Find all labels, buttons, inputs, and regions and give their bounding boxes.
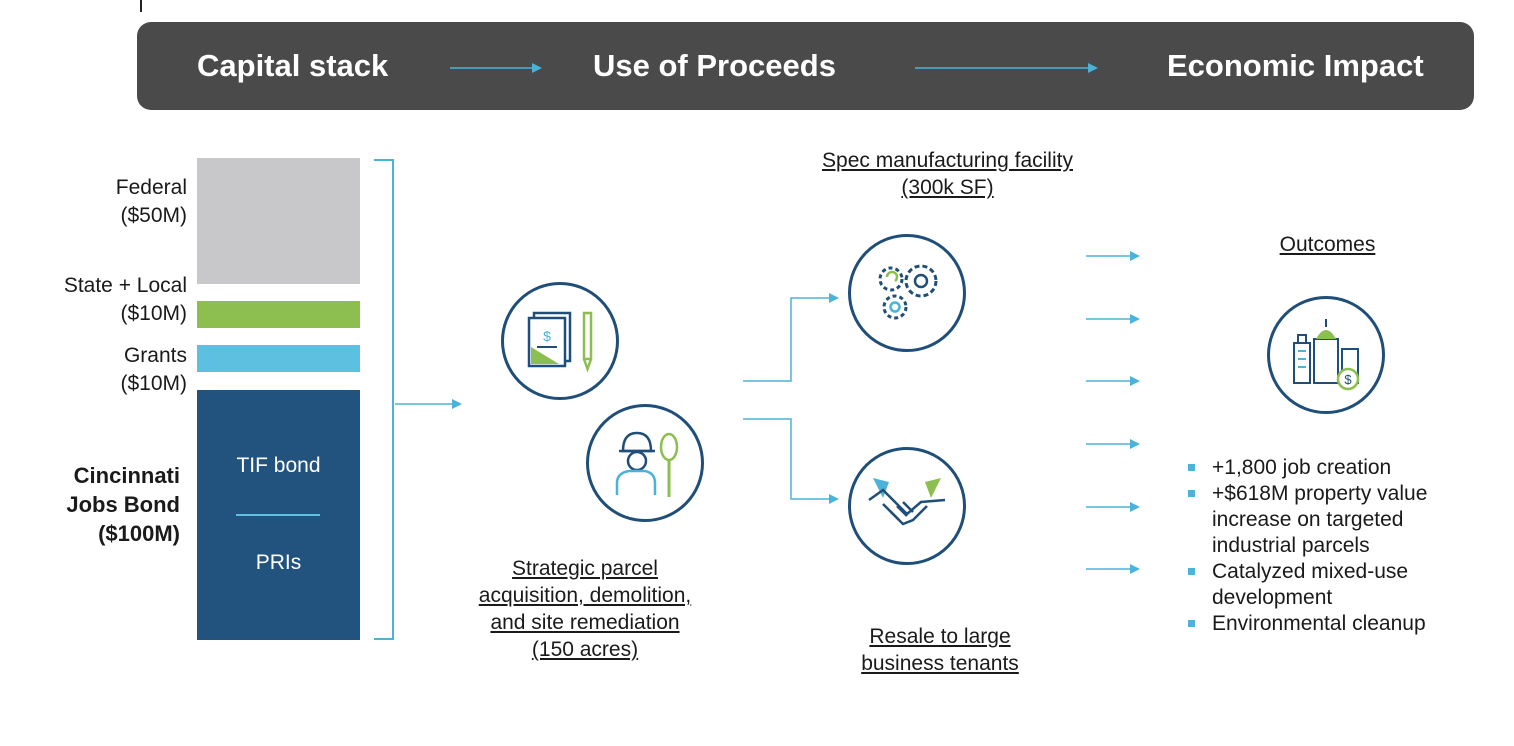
grants-label: Grants ($10M)	[120, 344, 187, 395]
top-left-tick	[140, 0, 142, 12]
document-pen-icon: $	[501, 282, 619, 400]
capital-bracket	[374, 159, 394, 640]
jobs-bond-bar: TIF bond PRIs	[197, 390, 360, 640]
resale-caption: Resale to large business tenants	[861, 625, 1019, 675]
step-economic-impact: Economic Impact	[1167, 48, 1424, 83]
grants-bar	[197, 345, 360, 372]
connector-to-resale	[743, 418, 839, 504]
gears-icon	[848, 234, 966, 352]
spec-facility-caption: Spec manufacturing facility (300k SF)	[822, 149, 1073, 199]
state-local-bar	[197, 301, 360, 328]
pris-label: PRIs	[255, 551, 302, 574]
federal-label: Federal ($50M)	[115, 176, 187, 227]
list-item: Catalyzed mixed-use development	[1183, 559, 1508, 611]
svg-text:$: $	[543, 328, 551, 344]
step-use-of-proceeds: Use of Proceeds	[593, 48, 836, 83]
header-banner	[137, 22, 1474, 110]
connector-to-spec	[743, 293, 839, 382]
parcel-caption: Strategic parcel acquisition, demolition…	[478, 557, 692, 661]
handshake-icon	[848, 447, 966, 565]
tif-bond-label: TIF bond	[236, 454, 321, 477]
federal-bar	[197, 158, 360, 284]
jobs-bond-label: Cincinnati Jobs Bond ($100M)	[66, 463, 180, 546]
bond-divider	[236, 514, 320, 516]
outcomes-title: Outcomes	[1279, 233, 1376, 256]
svg-text:$: $	[1344, 372, 1352, 387]
outcomes-list: +1,800 job creation +$618M property valu…	[1183, 455, 1508, 637]
worker-shovel-icon	[586, 404, 704, 522]
list-item: Environmental cleanup	[1183, 611, 1508, 637]
state-local-label: State + Local ($10M)	[63, 274, 187, 325]
list-item: +1,800 job creation	[1183, 455, 1508, 481]
city-dollar-icon: $	[1267, 296, 1385, 414]
list-item: +$618M property value increase on target…	[1183, 481, 1508, 559]
step-capital-stack: Capital stack	[197, 48, 389, 83]
